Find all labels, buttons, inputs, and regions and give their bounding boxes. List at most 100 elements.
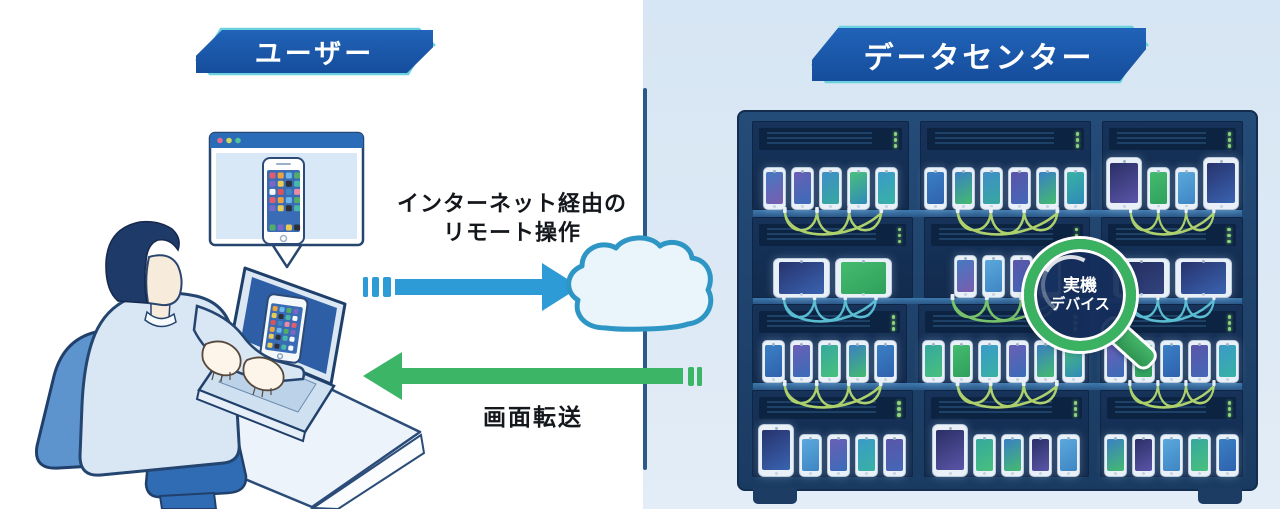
app-icon [285,224,292,231]
rack-section [752,380,1243,478]
server-unit [759,128,902,150]
rack-phone [1147,167,1170,210]
rack-bay [1100,380,1243,478]
device-cables [782,294,878,324]
device-screen [953,345,970,378]
status-leds [1075,132,1079,148]
server-unit [759,206,907,246]
arrow-to-datacenter [363,263,580,311]
callout-phone [262,157,305,245]
person-arm [192,304,306,398]
app-icon [277,320,283,327]
rack-section [752,294,1243,384]
led-indicator [897,407,901,411]
rack-tablet [1203,157,1239,210]
led-indicator [893,132,897,136]
rack-phone [847,167,870,210]
device-screen [850,172,867,204]
device-screen [1039,172,1056,204]
rack-phone [1036,167,1059,210]
server-unit [1109,128,1236,150]
led-indicator [1073,401,1077,405]
rack-phone [922,340,945,384]
device-screen [1163,439,1180,472]
rack-bay [752,380,913,478]
app-icon [268,333,274,339]
device-screen [956,259,974,292]
app-icon [285,188,292,195]
app-icon [281,344,287,350]
rack-phone [883,434,907,478]
device-screen [936,430,965,471]
device-screen [1032,439,1050,472]
rack-phone [1001,434,1025,478]
device-screen [877,345,894,378]
device-screen [1191,439,1208,472]
led-indicator [891,315,895,319]
led-indicator [1227,239,1231,244]
device-screen [981,345,998,378]
device-screen [1067,172,1084,204]
server-unit [1108,206,1236,246]
device-screen [1178,172,1195,204]
remote-operation-label: インターネット経由の リモート操作 [396,192,627,247]
rack-phone [846,340,869,384]
device-screen [1004,439,1022,472]
datacenter-badge: データセンター [811,25,1149,84]
device-screen [802,439,820,472]
rack-phone [980,167,1003,210]
device-screen [1011,172,1028,204]
rack-phone [1175,167,1198,210]
device-cables [1128,380,1216,409]
device-cables [783,206,884,236]
app-icon [269,188,276,195]
rack-phone [1057,434,1081,478]
status-leds [1073,401,1077,417]
led-indicator [891,321,895,325]
device-screen [762,430,791,471]
led-indicator [1227,227,1231,232]
device-cables [950,294,1058,324]
device-screen [1107,439,1124,472]
rack-phone [950,340,973,384]
device-screen [779,261,825,294]
app-icon [277,205,284,212]
rack-phone [1104,434,1127,478]
rack-tablet [1174,257,1232,298]
device-screen [1150,172,1167,204]
device-screen [983,172,1000,204]
led-indicator [1073,413,1077,417]
rack-bay [752,121,909,210]
led-indicator [897,227,902,232]
user-badge: ユーザー [195,27,436,76]
app-icon [285,172,292,179]
browser-titlebar [210,133,363,148]
rack-phone [1062,340,1085,384]
rack-tablet [835,257,893,298]
device-screen [984,259,1002,292]
rack-phone [763,167,786,210]
app-icon [293,308,299,315]
led-indicator [1075,132,1079,136]
device-screen [886,439,904,472]
device-screen [1191,345,1208,378]
rack-phone [1188,434,1211,478]
app-icon [294,172,301,179]
led-indicator [1227,138,1231,142]
device-screen [1180,261,1226,294]
app-icon [294,180,301,187]
app-icon [277,172,284,179]
app-icon [289,336,295,342]
rack-tablet [773,257,831,298]
device-screen [841,261,887,294]
app-icon [292,315,298,322]
status-leds [897,401,901,417]
rack-foot [1198,488,1242,504]
browser-callout [208,131,365,269]
device-screen [794,172,811,204]
app-icon [269,326,275,332]
server-unit [759,380,906,420]
laptop-phone-mirror [259,293,309,364]
app-icon [269,172,276,179]
